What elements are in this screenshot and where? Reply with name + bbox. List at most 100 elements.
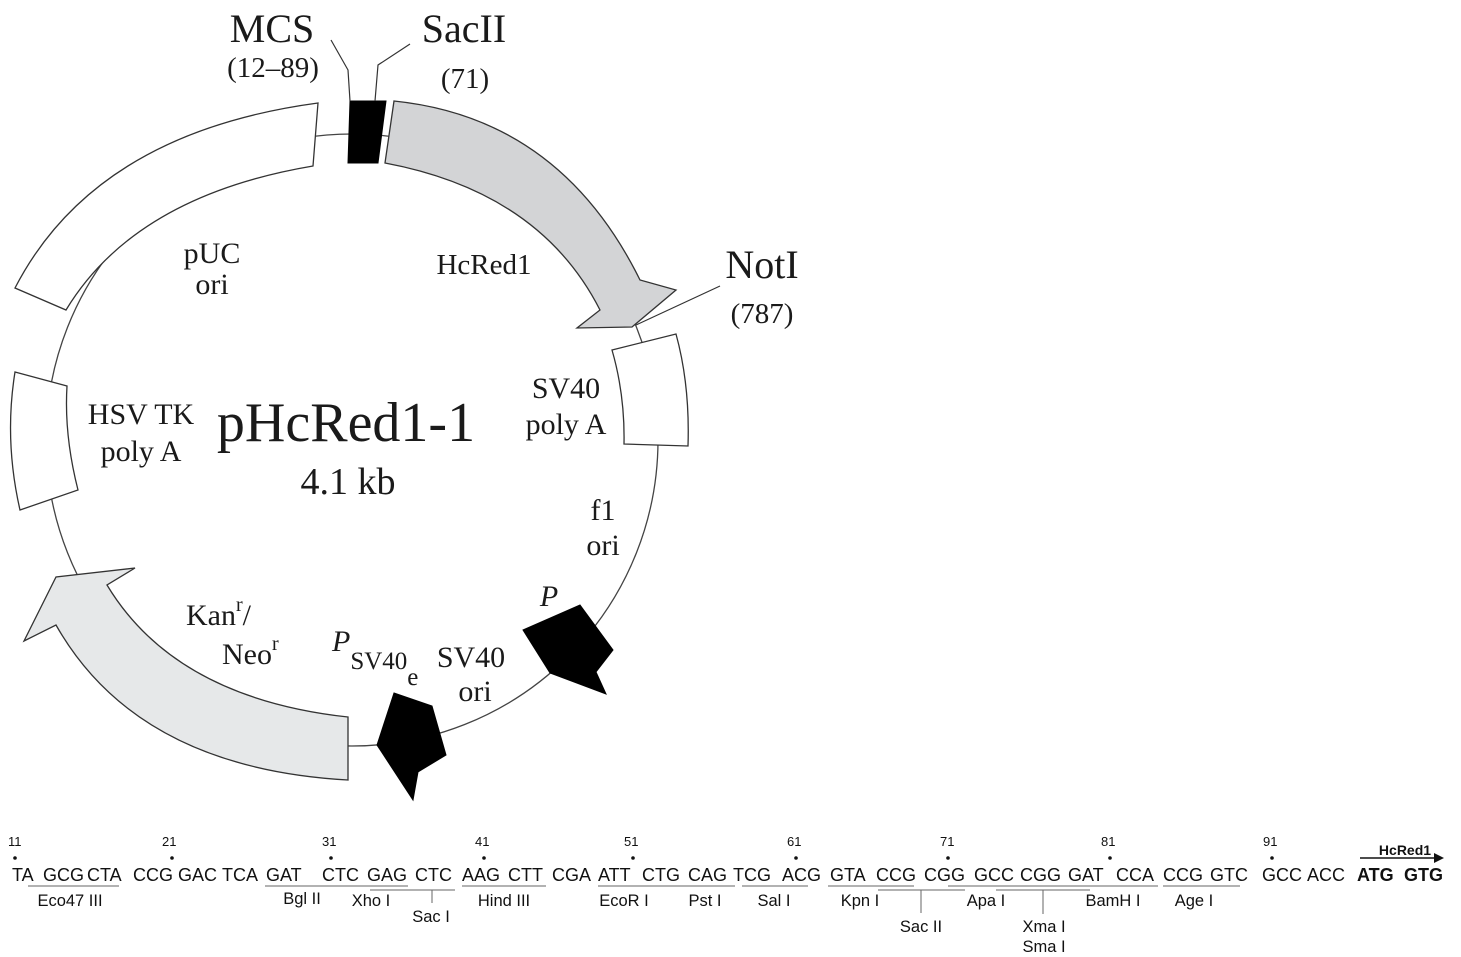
enzyme-label: Pst I: [688, 892, 721, 910]
sequence-codon: GAT: [266, 865, 302, 885]
sv40-ori-label-1: SV40: [437, 641, 505, 674]
position-number: 41: [475, 834, 489, 849]
position-dot: [13, 856, 17, 860]
p-promoter-label: P: [539, 580, 558, 613]
sv40-polya-label-2: poly A: [526, 408, 607, 441]
sequence-codon: GAG: [367, 865, 407, 885]
enzyme-label: EcoR I: [599, 892, 649, 910]
position-number: 81: [1101, 834, 1115, 849]
position-number: 51: [624, 834, 638, 849]
sequence-codon: CGG: [924, 865, 965, 885]
enzyme-label: Eco47 III: [37, 892, 102, 910]
enzyme-label: Hind III: [478, 892, 530, 910]
hsv-tk-label-2: poly A: [101, 435, 182, 468]
mcs-range: (12–89): [227, 52, 319, 84]
enzyme-label: Xma I: [1022, 918, 1065, 936]
sv40-polya-label-1: SV40: [532, 372, 600, 405]
enzyme-label: Bgl II: [283, 890, 321, 908]
kan-slash: /: [243, 599, 252, 632]
position-dot: [946, 856, 950, 860]
psv40e-sub2: e: [407, 664, 418, 691]
sv40-polya-feature: [611, 333, 689, 447]
position-number: 31: [322, 834, 336, 849]
hcred1-gene-label: HcRed1: [1379, 842, 1431, 858]
enzyme-label: Sac II: [900, 918, 942, 936]
enzyme-label: Sal I: [757, 892, 790, 910]
position-dot: [1108, 856, 1112, 860]
plasmid-name: pHcRed1-1: [217, 392, 475, 454]
kanr-neor-arrow: [22, 567, 349, 781]
neo-superscript: r: [272, 633, 279, 655]
noti-label: NotI: [725, 242, 798, 287]
position-dot: [631, 856, 635, 860]
psv40e-p: P: [331, 625, 350, 658]
sequence-codon: AAG: [462, 865, 500, 885]
sequence-codon: GTC: [1210, 865, 1248, 885]
neor-label: Neor: [222, 633, 279, 671]
sacii-label: SacII: [422, 6, 506, 51]
sequence-codon: CTG: [642, 865, 680, 885]
enzyme-label: Age I: [1175, 892, 1214, 910]
puc-ori-feature: [14, 102, 319, 311]
position-dot: [482, 856, 486, 860]
f1-ori-label: ori: [586, 529, 619, 562]
neo-text: Neo: [222, 638, 272, 671]
sacii-position: (71): [441, 63, 489, 95]
mcs-leader-line: [330, 39, 351, 102]
sequence-codon: TCG: [733, 865, 771, 885]
position-dot: [170, 856, 174, 860]
sequence-codon: GCC: [1262, 865, 1302, 885]
position-number: 21: [162, 834, 176, 849]
kan-text: Kan: [186, 599, 236, 632]
sacii-leader-line: [374, 43, 411, 102]
sequence-codon: TCA: [222, 865, 258, 885]
start-codon: GTG: [1404, 865, 1443, 885]
puc-ori-label: ori: [195, 268, 228, 301]
enzyme-label: Sac I: [412, 908, 450, 926]
sequence-codon: CTA: [87, 865, 122, 885]
sequence-codon: GAC: [178, 865, 217, 885]
enzyme-label: Kpn I: [841, 892, 880, 910]
enzyme-label: Sma I: [1022, 938, 1065, 956]
psv40e-sub: SV40: [350, 648, 407, 675]
hcred1-arrow: [384, 100, 678, 329]
kanr-label: Kanr/: [186, 594, 252, 632]
plasmid-size: 4.1 kb: [301, 461, 396, 503]
psv40e-label: PSV40e: [331, 625, 418, 691]
kan-superscript: r: [236, 594, 243, 616]
position-dot: [794, 856, 798, 860]
sequence-codon: CTC: [415, 865, 452, 885]
psv40e-promoter-arrow: [376, 692, 447, 802]
position-number: 61: [787, 834, 801, 849]
noti-position: (787): [731, 298, 794, 330]
sequence-codon: CGA: [552, 865, 591, 885]
noti-leader-line: [635, 285, 721, 326]
hsv-tk-polya-feature: [9, 371, 79, 511]
sequence-codon: GCC: [974, 865, 1014, 885]
sequence-codon: CGG: [1020, 865, 1061, 885]
sequence-codon: CCG: [133, 865, 173, 885]
start-codon: ATG: [1357, 865, 1394, 885]
sequence-codon: GCG: [43, 865, 84, 885]
position-number: 71: [940, 834, 954, 849]
sequence-codon: ACG: [782, 865, 821, 885]
puc-label: pUC: [184, 237, 241, 270]
f1-label: f1: [591, 494, 616, 527]
p-promoter-arrow: [522, 604, 614, 695]
enzyme-label: BamH I: [1085, 892, 1140, 910]
hcred1-direction-arrowhead: [1434, 853, 1444, 863]
hsv-tk-label-1: HSV TK: [88, 398, 195, 431]
sequence-codon: CTT: [508, 865, 543, 885]
mcs-label: MCS: [230, 6, 315, 51]
sequence-codon: CCA: [1116, 865, 1154, 885]
sequence-codon: CAG: [688, 865, 727, 885]
sequence-codon: TA: [12, 865, 34, 885]
position-dot: [329, 856, 333, 860]
sequence-codon: CCG: [1163, 865, 1203, 885]
sequence-codon: CTC: [322, 865, 359, 885]
sequence-codon: GAT: [1068, 865, 1104, 885]
enzyme-label: Xho I: [352, 892, 391, 910]
position-dot: [1270, 856, 1274, 860]
